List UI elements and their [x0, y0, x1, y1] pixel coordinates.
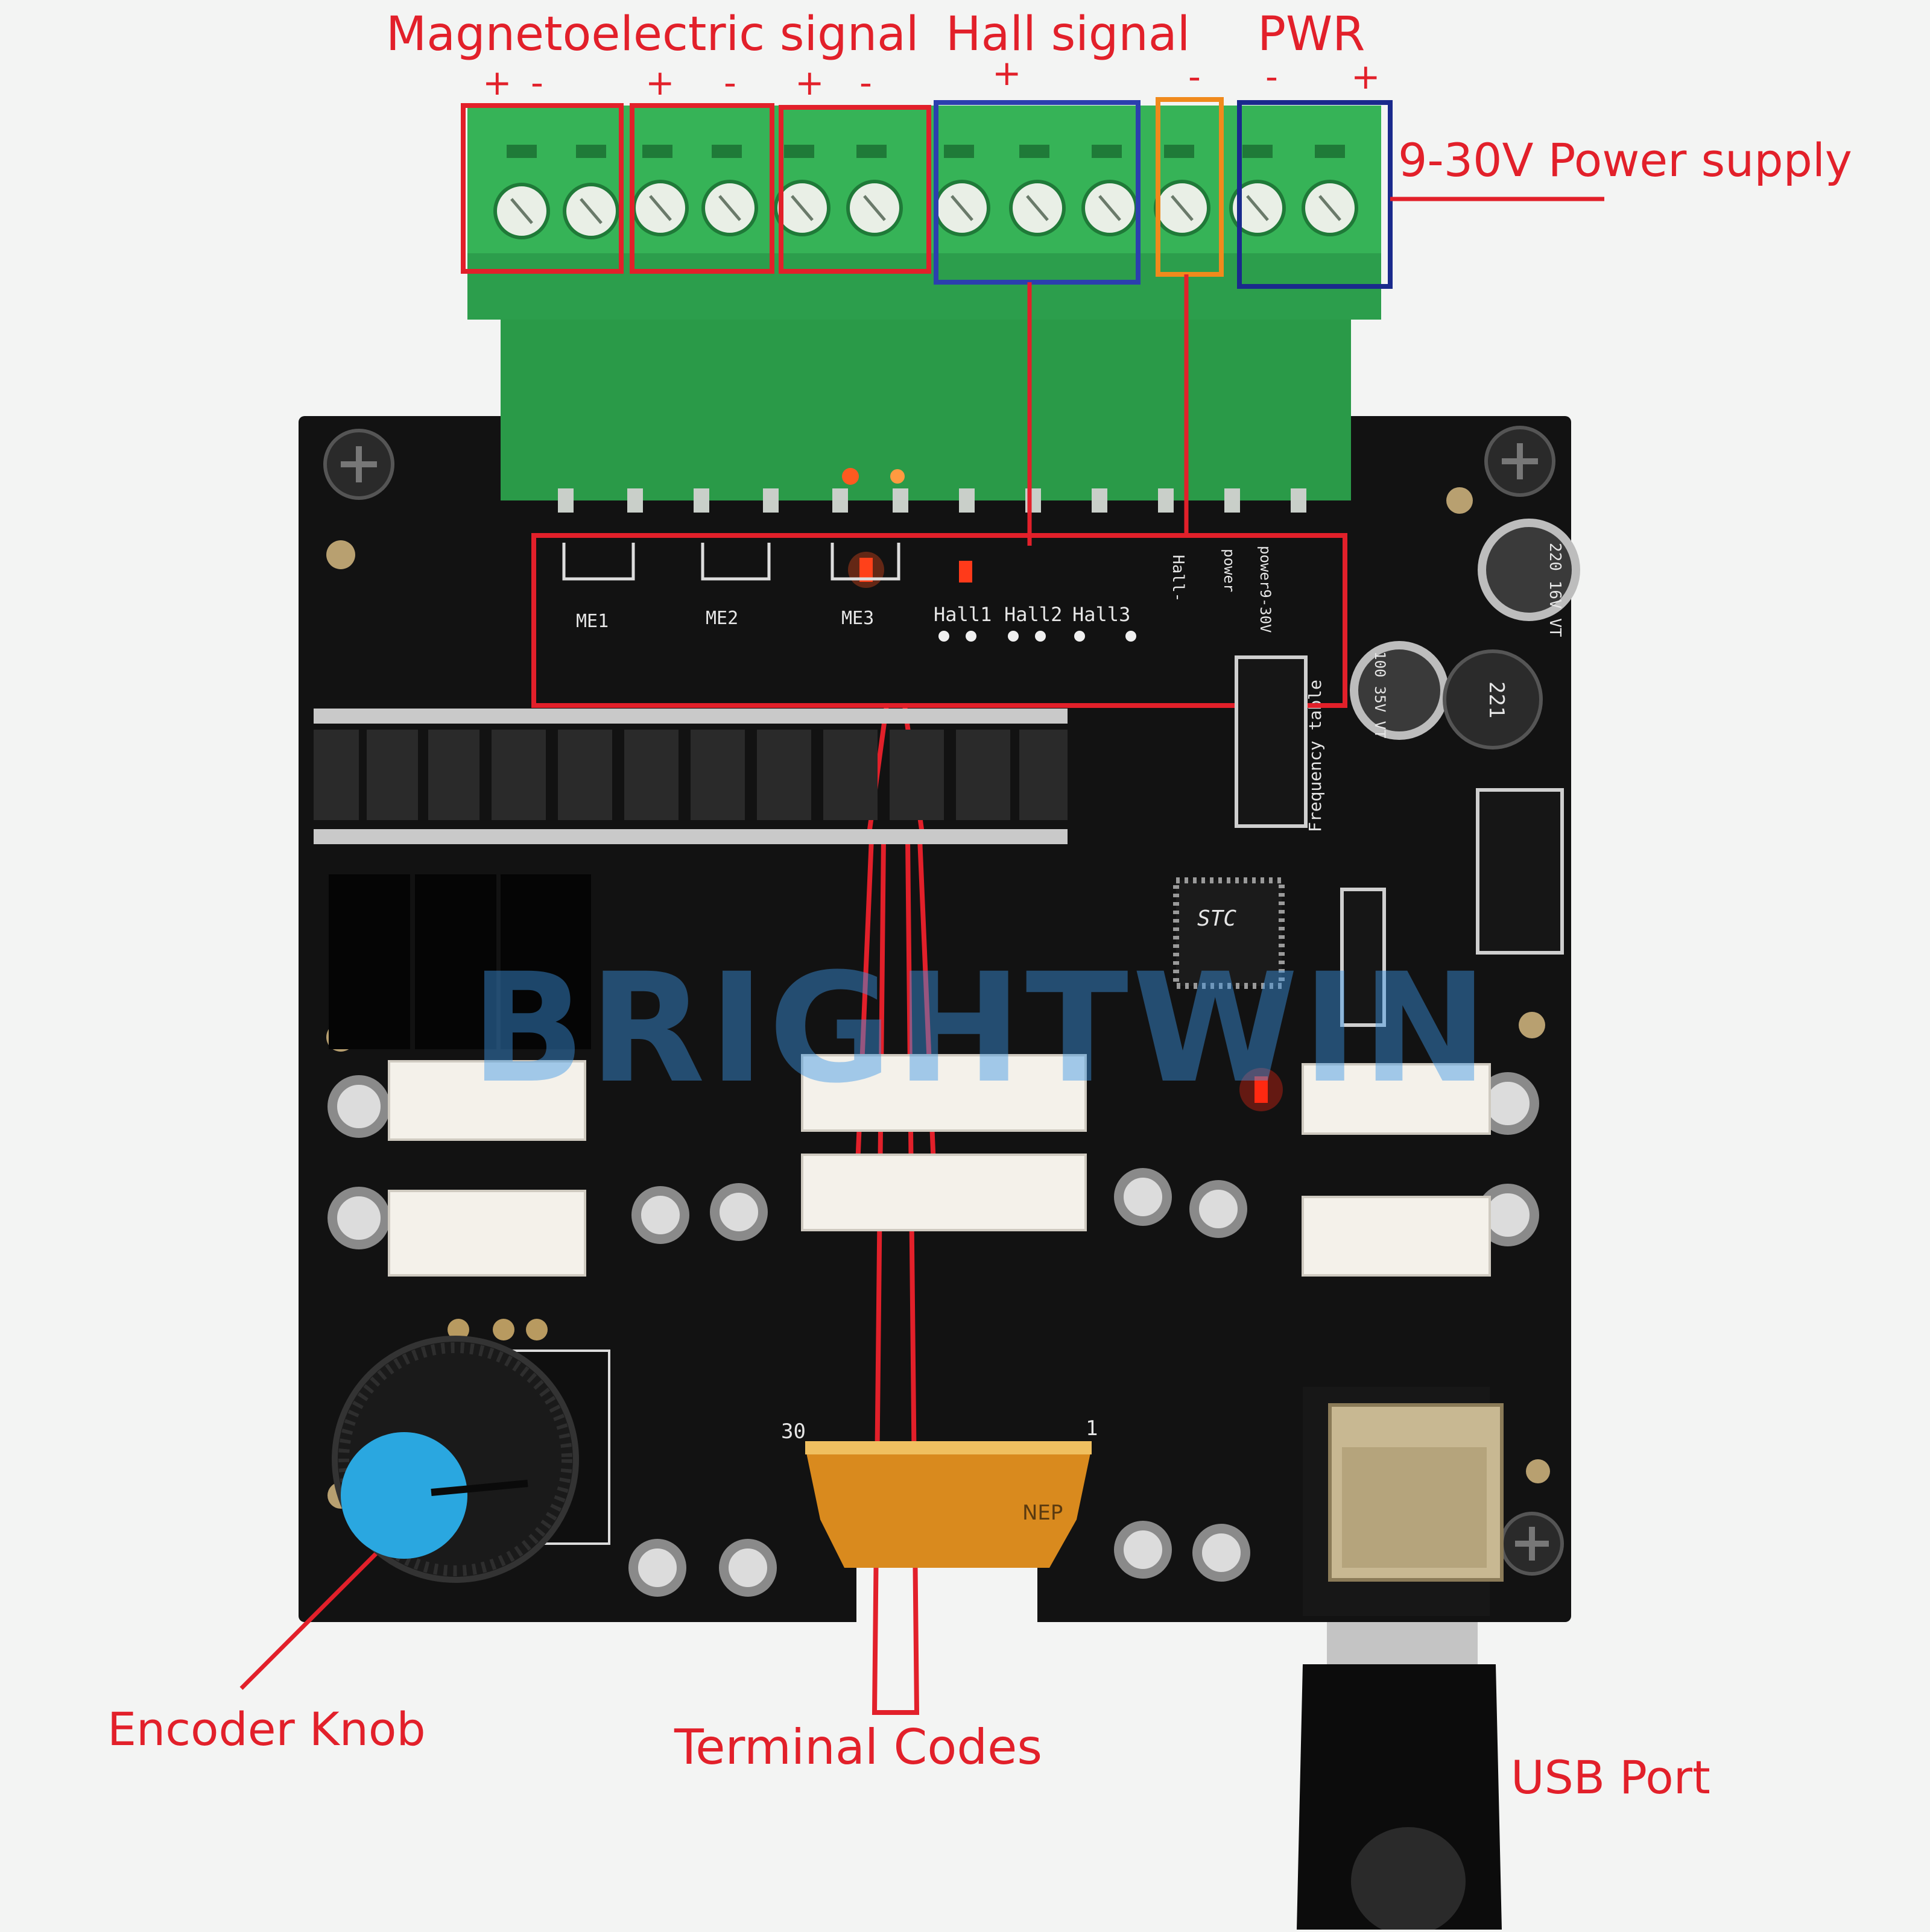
hall3-silk: Hall3: [1072, 603, 1130, 626]
svg-text:221: 221: [1484, 681, 1508, 718]
watermark: BRIGHTWIN: [470, 941, 1492, 1116]
svg-text:100 35V VT: 100 35V VT: [1372, 651, 1388, 739]
me2-silk: ME2: [706, 608, 738, 629]
fpc-pin-1: 1: [1086, 1416, 1098, 1441]
inductor: 221: [1443, 649, 1543, 750]
mcu-brand: STC: [1197, 906, 1236, 931]
mounting-screw-icon: [1500, 1512, 1564, 1576]
pwr-box: [1237, 100, 1393, 289]
me2-box: [630, 103, 774, 274]
smd-chip-row: [314, 709, 1068, 844]
usb-port: [1297, 1387, 1504, 1932]
fpc-ribbon: 30 1 NEP: [781, 1416, 1098, 1568]
power-range-silk: power9-30V: [1257, 546, 1274, 633]
me1-box: [461, 103, 624, 274]
me1-silk: ME1: [576, 611, 609, 632]
me3-silk: ME3: [841, 608, 874, 629]
knob-cap-icon: [341, 1432, 467, 1559]
white-connectors: [388, 1054, 1491, 1277]
pwr-label: PWR: [1258, 7, 1365, 62]
hall-minus-silk: Hall-: [1169, 555, 1187, 602]
leader-lines: [239, 197, 1604, 1690]
mounting-screw-icon: [1484, 426, 1555, 497]
hall-ground-box: [1156, 97, 1224, 277]
side-headers: [1235, 655, 1564, 1027]
power-supply-label: 9-30V Power supply: [1398, 133, 1852, 187]
fpc-pin-30: 30: [781, 1419, 806, 1444]
pwr-minus: -: [1265, 56, 1278, 97]
hall-ground-minus: -: [1188, 56, 1201, 97]
me2-minus: -: [724, 62, 736, 103]
hall1-silk: Hall1: [934, 603, 992, 626]
me2-plus: +: [645, 62, 675, 103]
encoder-knob: [332, 1319, 610, 1583]
me1-plus: +: [482, 62, 512, 103]
me3-plus: +: [795, 62, 824, 103]
me1-minus: -: [531, 62, 543, 103]
fpc-code: NEP: [1022, 1501, 1063, 1525]
magnetoelectric-signal-label: Magnetoelectric signal: [386, 7, 919, 62]
pwr-plus: +: [1351, 56, 1381, 97]
relay-blocks: [329, 874, 591, 1049]
terminal-codes-label: Terminal Codes: [674, 1719, 1042, 1775]
me3-box: [779, 105, 931, 274]
power-silk: power: [1221, 549, 1238, 592]
encoder-knob-label: Encoder Knob: [107, 1702, 426, 1756]
mcu-chip: STC: [1173, 877, 1285, 989]
svg-text:220 16V VT: 220 16V VT: [1546, 543, 1564, 637]
hall-box: [934, 100, 1141, 285]
mounting-screw-icon: [323, 429, 394, 500]
usb-port-label: USB Port: [1511, 1750, 1710, 1804]
frequency-table-silk: Frequency table: [1305, 680, 1325, 832]
hall-signal-label: Hall signal: [946, 7, 1191, 62]
led-indicators: [842, 468, 1283, 1111]
hall2-silk: Hall2: [1004, 603, 1062, 626]
capacitor-2: 100 35V VT: [1350, 641, 1449, 740]
mounting-holes: [327, 1072, 1539, 1597]
terminal-callout-boxes: [461, 97, 1393, 289]
terminal-block: [467, 106, 1381, 513]
capacitor-1: 220 16V VT: [1478, 519, 1580, 637]
me3-minus: -: [859, 62, 872, 103]
hall-plus: +: [992, 52, 1022, 93]
